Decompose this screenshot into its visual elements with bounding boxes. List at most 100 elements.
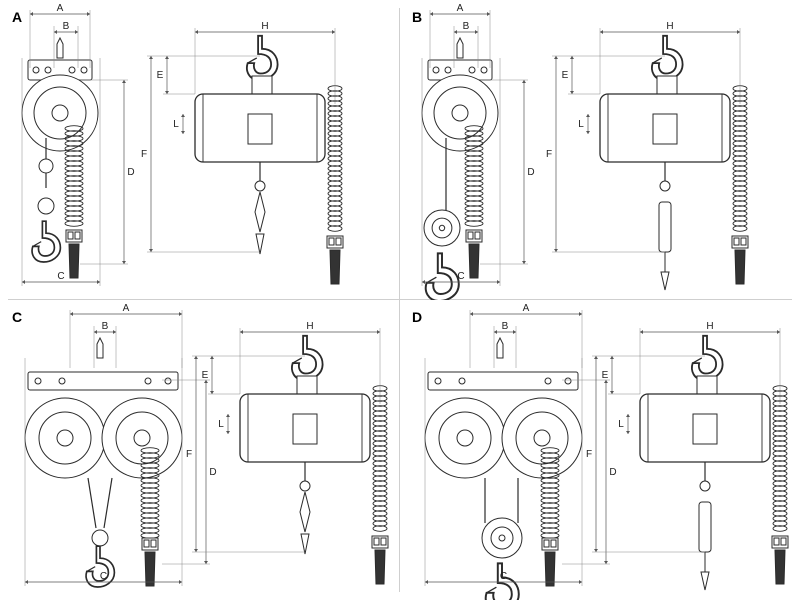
dimension-arrowhead [87,12,90,16]
dimension-arrowhead [332,30,335,34]
dimension-l: L [173,114,185,134]
coil-turn [327,205,343,212]
coil-turn [372,490,388,497]
dimension-b: B [454,21,478,34]
suspension-bolt [96,336,104,359]
coil-turn [372,465,388,472]
coil-turn [464,190,484,197]
hook-body [85,545,116,588]
double-mounting-plate [27,371,179,391]
dimension-arrowhead [97,280,100,284]
dimension-arrowhead [25,580,28,584]
hook-latch [692,357,703,364]
dimension-arrowhead [179,312,182,316]
dimension-label: F [141,149,147,160]
coil-turn [772,500,788,507]
hook-bracket [696,375,718,397]
coil-turn [372,455,388,462]
plate-bolt-hole [480,66,488,74]
hook-bracket [251,75,273,97]
coil-turn [372,405,388,412]
suspension-hook [691,334,724,381]
coil-turn [140,517,160,524]
dimension-e: E [157,56,169,94]
dimension-a: A [70,303,182,316]
coil-turn [327,110,343,117]
dimension-label: L [173,119,179,130]
coil-turn [732,125,748,132]
handle-grip [468,243,480,279]
dimension-label: H [666,21,673,32]
coil-turn [372,510,388,517]
dimension-arrowhead [181,131,185,134]
plate-bolt-hole [32,66,40,74]
dimension-arrowhead [626,431,630,434]
dimension-label: A [57,3,64,14]
front-pendant-handle [771,535,789,585]
dimension-arrowhead [586,131,590,134]
swivel-ring [91,529,109,547]
coil-turn [464,155,484,162]
dimension-arrowhead [579,580,582,584]
coil-turn [140,512,160,519]
dimension-arrowhead [204,561,208,564]
coil-turn [772,490,788,497]
coil-turn [140,462,160,469]
handle-grip [144,551,156,587]
load-hook [424,252,460,300]
name-plate [692,413,718,445]
handle-grip [544,551,556,587]
handle-button-up [773,537,780,546]
dimension-e: E [562,56,574,94]
front-coiled-cord [772,385,788,532]
coil-turn [732,130,748,137]
dimension-d: D [604,380,617,564]
coil-turn [732,205,748,212]
handle-button-down [740,237,747,246]
dimension-arrowhead [494,330,497,334]
coil-turn [732,115,748,122]
coil-turn [464,215,484,222]
coil-turn [772,425,788,432]
coil-turn [772,435,788,442]
coil-turn [540,492,560,499]
handle-button-up [328,237,335,246]
coil-turn [464,145,484,152]
dimension-arrowhead [70,312,73,316]
coil-turn [64,195,84,202]
panel-letter: C [12,309,22,325]
dimension-c: C [422,271,500,284]
dimension-arrowhead [626,414,630,417]
coil-turn [372,410,388,417]
coil-turn [64,155,84,162]
dimension-arrowhead [454,30,457,34]
dimension-arrowhead [149,56,153,59]
suspension-bolt [456,36,464,59]
coil-turn [372,480,388,487]
dimension-arrowhead [425,580,428,584]
front-coiled-cord [732,85,748,232]
coil-turn [372,485,388,492]
coil-turn [140,492,160,499]
coil-turn [464,150,484,157]
plate-bolt-hole [544,377,552,385]
hook-bracket [296,375,318,397]
coil-turn [772,495,788,502]
cable [87,477,97,529]
coil-turn [732,165,748,172]
hook-body [651,34,684,81]
coil-turn [327,170,343,177]
suspension-bolt [496,336,504,359]
front-chain [254,191,266,233]
coil-turn [140,527,160,534]
coil-turn [327,145,343,152]
panel-letter: A [12,9,22,25]
handle-button-up [373,537,380,546]
coil-turn [732,210,748,217]
dimension-label: C [457,271,464,282]
dimension-arrowhead [579,312,582,316]
coil-turn [772,515,788,522]
coil-turn [372,460,388,467]
coil-turn [772,430,788,437]
